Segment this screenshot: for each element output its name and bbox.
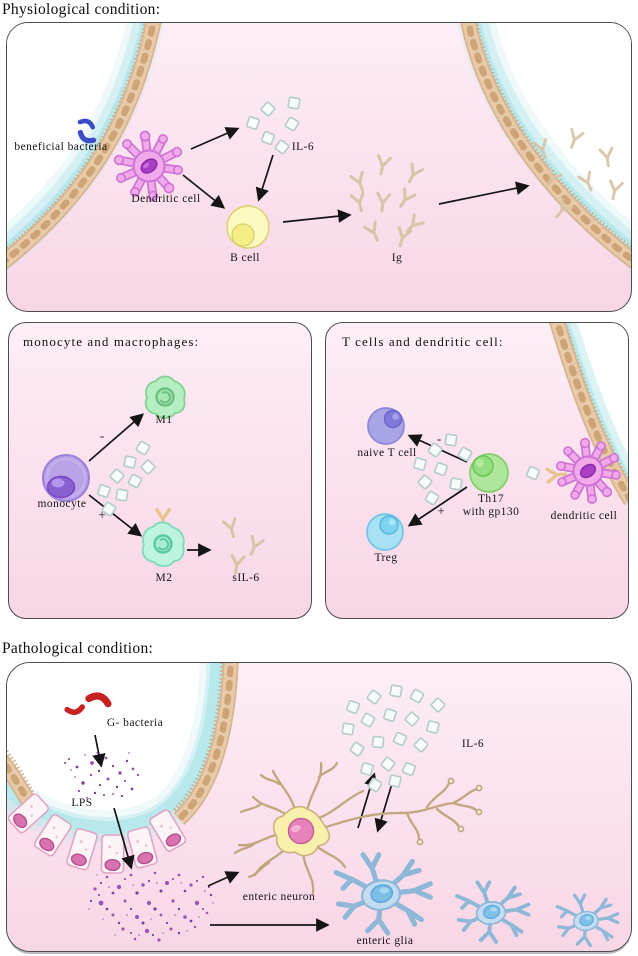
label-th17: Th17 with gp130 <box>463 493 520 518</box>
sign-plus-treg: + <box>437 503 445 518</box>
arrows <box>182 127 530 223</box>
lps-dots-tissue <box>88 871 214 942</box>
label-naive-t-cell: naive T cell <box>357 447 417 459</box>
monocyte-art <box>42 375 265 576</box>
arrows <box>88 413 212 557</box>
g-negative-bacteria-icon <box>64 692 112 715</box>
panel-header-monocyte: monocyte and macrophages: <box>23 334 200 349</box>
label-il6: IL-6 <box>291 141 315 153</box>
il6-diamonds <box>341 684 447 793</box>
right-epithelium <box>457 23 631 269</box>
label-ig: Ig <box>391 252 403 264</box>
label-lps: LPS <box>71 797 93 809</box>
label-th17-line2: with gp130 <box>462 505 520 518</box>
panel-header-tcells: T cells and dendritic cell: <box>342 334 504 349</box>
label-dendritic-cell: Dendritic cell <box>131 193 201 205</box>
enteric-neuron-icon <box>233 761 483 895</box>
label-beneficial-bacteria: beneficial bacteria <box>14 141 108 153</box>
section-title-pathological: Pathological condition: <box>2 640 154 657</box>
il6-diamonds <box>96 440 157 518</box>
left-epithelium <box>7 23 165 273</box>
label-th17-line1: Th17 <box>477 493 505 505</box>
label-enteric-glia: enteric glia <box>356 935 414 947</box>
label-treg: Treg <box>374 552 398 564</box>
panel-tcells-dendritic: T cells and dendritic cell: naive T cell… <box>325 322 629 619</box>
m2-macrophage-icon <box>141 507 185 567</box>
label-monocyte: monocyte <box>37 498 87 510</box>
section-title-physiological: Physiological condition: <box>2 1 161 18</box>
label-g-bacteria: G- bacteria <box>106 717 164 729</box>
treg-cell-icon <box>366 513 404 551</box>
label-b-cell: B cell <box>230 252 260 264</box>
corner-epithelium <box>549 323 628 506</box>
sign-minus-m1: - <box>99 428 105 443</box>
naive-t-cell-icon <box>367 407 405 445</box>
th17-cell-icon <box>469 453 509 493</box>
crypt-epithelium <box>7 663 239 849</box>
panel-pathological: G- bacteria LPS IL-6 enteric neuron ente… <box>6 662 632 952</box>
label-m1: M1 <box>155 414 173 426</box>
ig-antibodies <box>349 154 425 249</box>
tcells-art <box>366 323 628 551</box>
monocyte-icon <box>42 454 90 502</box>
label-m2: M2 <box>155 572 173 584</box>
sil6-antibodies <box>221 517 265 576</box>
m1-macrophage-icon <box>144 375 186 419</box>
lps-dots-lumen <box>64 752 140 800</box>
label-sil6: sIL-6 <box>232 572 260 584</box>
label-il6: IL-6 <box>461 738 485 750</box>
label-enteric-neuron: enteric neuron <box>242 891 316 903</box>
epithelial-cells <box>7 793 187 874</box>
arrows <box>92 734 395 932</box>
dendritic-cell-icon <box>555 437 621 504</box>
pathological-art <box>7 663 620 948</box>
physiological-art <box>7 23 631 273</box>
b-cell-icon <box>226 205 270 249</box>
sign-minus-naive: - <box>436 431 442 446</box>
dendritic-cell-icon <box>113 130 183 202</box>
panel-physiological: beneficial bacteria Dendritic cell IL-6 … <box>6 22 632 312</box>
sign-plus-m2: + <box>98 507 106 522</box>
enteric-glia-icons <box>336 855 620 948</box>
panel-monocyte-macrophages: monocyte and macrophages: monocyte M1 M2… <box>8 322 312 619</box>
label-dendritic-cell: dendritic cell <box>550 510 618 522</box>
beneficial-bacteria-icon <box>77 118 97 144</box>
